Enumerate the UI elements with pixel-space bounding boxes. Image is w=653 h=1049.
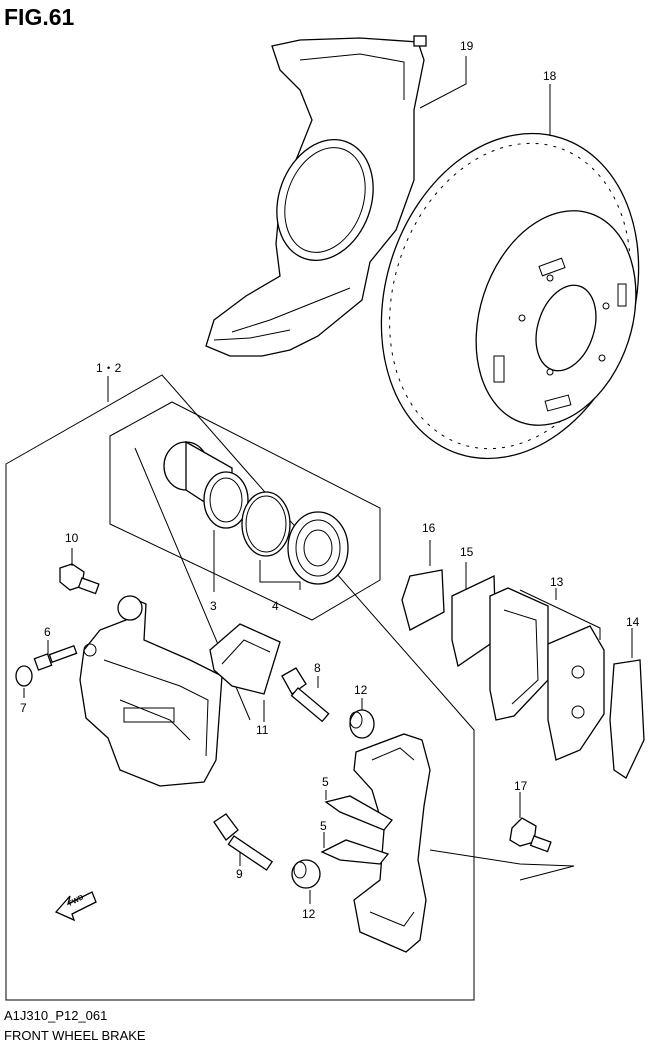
guide-pin-boot-part[interactable] <box>349 709 375 739</box>
forward-direction-arrow-icon: FWD <box>54 891 97 922</box>
callout-15: 15 <box>460 545 474 559</box>
caliper-assembly-outline <box>5 374 475 1001</box>
caliper-bracket-part[interactable] <box>353 733 431 953</box>
slide-pin-boot-part[interactable] <box>291 859 321 889</box>
callout-3: 3 <box>210 599 217 613</box>
callout-12-upper: 12 <box>354 683 368 697</box>
callout-10: 10 <box>65 531 79 545</box>
caliper-body-part[interactable] <box>79 595 223 787</box>
bleeder-cap-part[interactable] <box>15 665 33 687</box>
callout-12-lower: 12 <box>302 907 316 921</box>
callout-14: 14 <box>626 615 640 629</box>
callout-16: 16 <box>422 521 436 535</box>
dust-shield-part[interactable] <box>205 35 427 357</box>
callout-5-upper: 5 <box>322 775 329 789</box>
pad-shim-lower-part[interactable] <box>320 839 390 865</box>
callout-8: 8 <box>314 661 321 675</box>
callout-9: 9 <box>236 867 243 881</box>
callout-19: 19 <box>460 39 474 53</box>
dust-boot-part[interactable] <box>287 511 349 585</box>
callout-18: 18 <box>543 69 557 83</box>
callout-7: 7 <box>20 701 27 715</box>
pad-shim-upper-part[interactable] <box>324 795 393 831</box>
pad-shim-kit-part[interactable] <box>451 574 497 668</box>
bracket-bolt-part[interactable] <box>509 817 552 853</box>
pad-wear-indicator-part[interactable] <box>401 569 445 631</box>
figure-code: A1J310_P12_061 <box>4 1008 108 1023</box>
guide-pin-part[interactable] <box>281 667 330 723</box>
pad-spring-part[interactable] <box>209 623 281 695</box>
callout-6: 6 <box>44 625 51 639</box>
callout-5-lower: 5 <box>320 819 327 833</box>
figure-title: FIG.61 <box>4 4 75 30</box>
callout-13: 13 <box>550 575 564 589</box>
caliper-bolt-part[interactable] <box>59 563 100 595</box>
callout-11: 11 <box>256 723 269 737</box>
callout-4: 4 <box>272 599 279 613</box>
outer-pad-shim-part[interactable] <box>609 659 645 779</box>
callout-17: 17 <box>514 779 528 793</box>
bleeder-plug-part[interactable] <box>33 644 78 671</box>
brake-pad-set-part[interactable] <box>489 587 605 761</box>
piston-kit-outline <box>109 401 381 621</box>
figure-caption: FRONT WHEEL BRAKE <box>4 1028 146 1043</box>
callout-1-2: 1・2 <box>96 361 122 375</box>
slide-pin-part[interactable] <box>213 813 274 871</box>
brake-disc-part[interactable] <box>341 100 653 492</box>
piston-seal-part[interactable] <box>241 491 291 557</box>
piston-part[interactable] <box>163 440 249 529</box>
